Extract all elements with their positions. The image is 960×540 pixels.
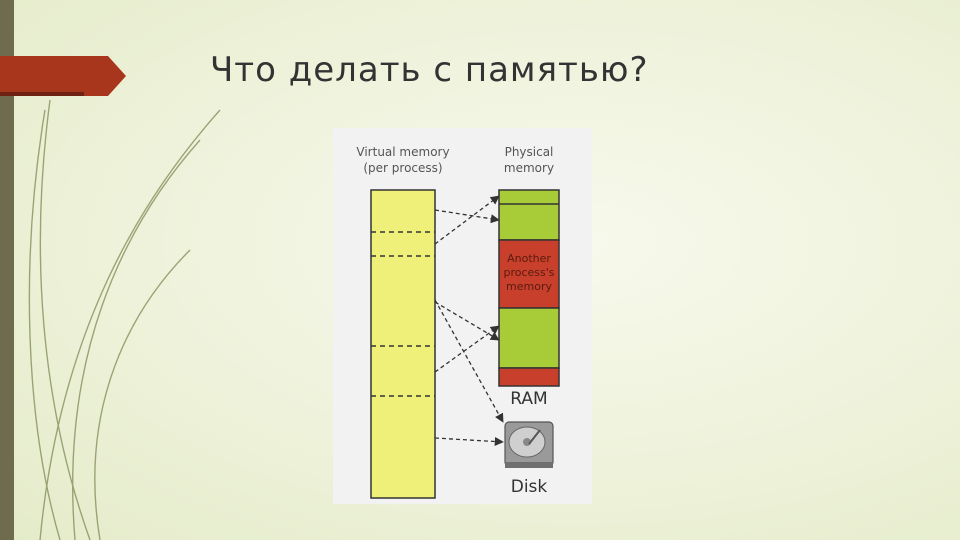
physical-memory-label: Physical [505,145,554,159]
other-process-label-1: Another [507,252,551,265]
memory-diagram: Virtual memory (per process) Physical me… [333,128,592,504]
other-process-label-2: process's [503,266,554,279]
hard-disk-icon [504,421,554,468]
disk-label: Disk [511,477,548,497]
other-process-label-3: memory [506,280,552,293]
ram-footer [498,367,560,387]
ram-other-process [498,239,560,309]
ram-frame-top [498,189,560,241]
virtual-page-dividers [371,231,435,397]
left-accent-bar [0,0,14,540]
virtual-memory-sublabel: (per process) [363,161,442,175]
page-title: Что делать с памятью? [210,50,649,90]
title-accent-tab [0,56,126,96]
virtual-memory-column [370,189,436,499]
ram-label: RAM [510,389,547,409]
ram-frame-bottom [498,307,560,369]
page-mapping-arrows [434,195,504,447]
decorative-curves [28,99,221,540]
physical-memory-sublabel: memory [504,161,554,175]
virtual-memory-label: Virtual memory [356,145,449,159]
